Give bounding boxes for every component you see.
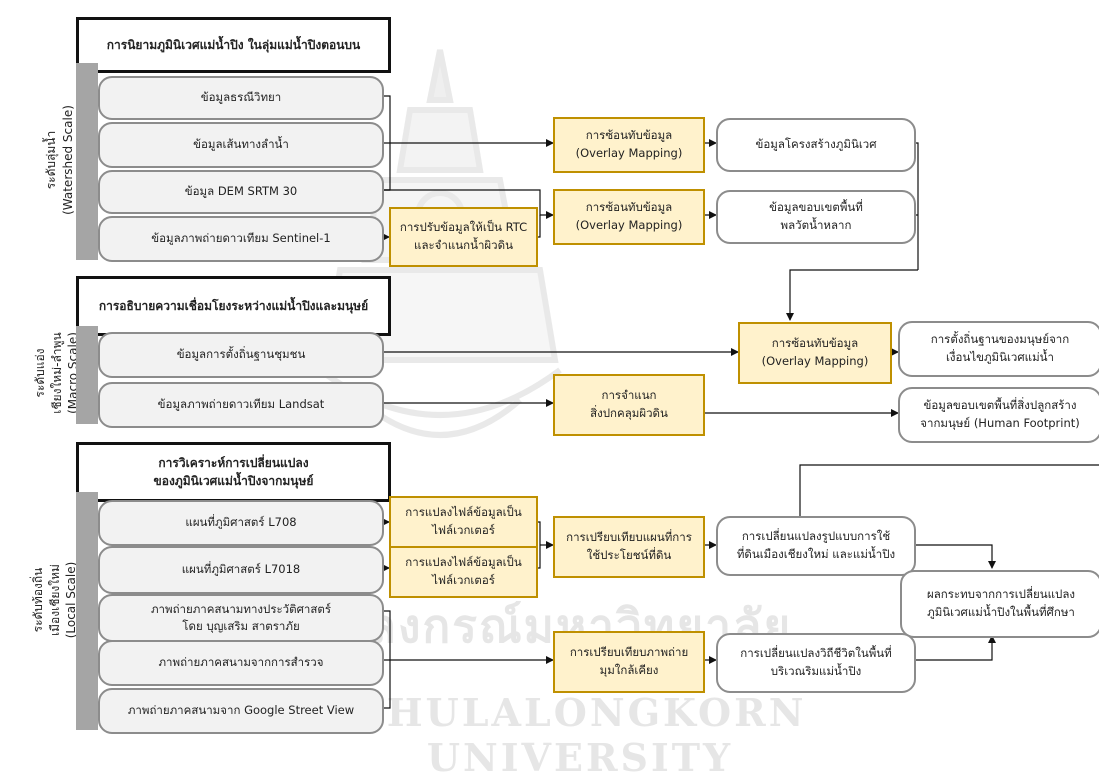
survey-photo-label: ภาพถ่ายภาคสนามจากการสำรวจ — [158, 655, 324, 670]
overlay-mapping-box-1: การซ้อนทับข้อมูล (Overlay Mapping) — [553, 117, 705, 173]
impact-line1: ผลกระทบจากการเปลี่ยนแปลง — [927, 587, 1075, 602]
watershed-header-text: การนิยามภูมินิเวศแม่น้ำปิง ในลุ่มแม่น้ำป… — [106, 38, 361, 52]
watershed-grey-bar — [76, 63, 98, 260]
floodplain-line1: ข้อมูลขอบเขตพื้นที่ — [769, 200, 863, 215]
waterway-data-label: ข้อมูลเส้นทางลำน้ำ — [193, 137, 289, 152]
settlement-output-box: การตั้งถิ่นฐานของมนุษย์จาก เงื่อนไขภูมิน… — [898, 321, 1099, 377]
compare-photo-line1: การเปรียบเทียบภาพถ่าย — [569, 645, 689, 660]
convert-vector-box-1: การแปลงไฟล์ข้อมูลเป็น ไฟล์เวกเตอร์ — [389, 496, 538, 548]
overlay2-line2: (Overlay Mapping) — [575, 218, 683, 232]
settlement-data-box: ข้อมูลการตั้งถิ่นฐานชุมชน — [98, 332, 384, 378]
local-grey-bar — [76, 492, 98, 730]
macro-label-thai-1: ระดับแอ่ง — [32, 348, 47, 398]
impact-line2: ภูมินิเวศแม่น้ำปิงในพื้นที่ศึกษา — [927, 605, 1075, 619]
local-header-line1: การวิเคราะห์การเปลี่ยนแปลง — [158, 456, 309, 470]
rtc-process-box: การปรับข้อมูลให้เป็น RTC และจำแนกน้ำผิวด… — [389, 207, 538, 267]
footprint-output-box: ข้อมูลขอบเขตพื้นที่สิ่งปลูกสร้าง จากมนุษ… — [898, 387, 1099, 443]
landsat-data-label: ข้อมูลภาพถ่ายดาวเทียม Landsat — [157, 397, 325, 412]
map-l708-data-box: แผนที่ภูมิศาสตร์ L708 — [98, 500, 384, 546]
local-header-line2: ของภูมินิเวศแม่น้ำปิงจากมนุษย์ — [153, 474, 314, 488]
survey-photo-data-box: ภาพถ่ายภาคสนามจากการสำรวจ — [98, 640, 384, 686]
streetview-data-box: ภาพถ่ายภาคสนามจาก Google Street View — [98, 688, 384, 734]
compare-photo-box: การเปรียบเทียบภาพถ่าย มุมใกล้เคียง — [553, 631, 705, 693]
macro-grey-bar — [76, 326, 98, 424]
lifestyle-line2: บริเวณริมแม่น้ำปิง — [770, 664, 862, 678]
waterway-data-box: ข้อมูลเส้นทางลำน้ำ — [98, 122, 384, 168]
dem-data-box: ข้อมูล DEM SRTM 30 — [98, 170, 384, 214]
structure-output-label: ข้อมูลโครงสร้างภูมินิเวศ — [755, 137, 877, 152]
overlay2-line1: การซ้อนทับข้อมูล — [585, 200, 673, 215]
hist-photo-line2: โดย บุญเสริม สาตราภัย — [182, 619, 300, 633]
watershed-label-en: (Watershed Scale) — [61, 105, 75, 215]
structure-output-box: ข้อมูลโครงสร้างภูมินิเวศ — [716, 118, 916, 172]
landuse-line1: การเปลี่ยนแปลงรูปแบบการใช้ — [741, 529, 891, 544]
settlement-out-line1: การตั้งถิ่นฐานของมนุษย์จาก — [930, 332, 1070, 347]
hist-photo-line1: ภาพถ่ายภาคสนามทางประวัติศาสตร์ — [150, 601, 332, 616]
convert-vector-box-2: การแปลงไฟล์ข้อมูลเป็น ไฟล์เวกเตอร์ — [389, 546, 538, 598]
settlement-out-line2: เงื่อนไขภูมินิเวศแม่น้ำ — [946, 350, 1054, 364]
map-l7018-data-box: แผนที่ภูมิศาสตร์ L7018 — [98, 546, 384, 594]
overlay1-line1: การซ้อนทับข้อมูล — [585, 128, 673, 143]
rtc-line1: การปรับข้อมูลให้เป็น RTC — [399, 220, 528, 235]
convert2-line1: การแปลงไฟล์ข้อมูลเป็น — [405, 555, 522, 570]
compare-map-line2: ใช้ประโยชน์ที่ดิน — [586, 548, 672, 562]
historical-photo-data-box: ภาพถ่ายภาคสนามทางประวัติศาสตร์ โดย บุญเส… — [98, 594, 384, 642]
sentinel-data-box: ข้อมูลภาพถ่ายดาวเทียม Sentinel-1 — [98, 216, 384, 262]
footprint-line2: จากมนุษย์ (Human Footprint) — [920, 416, 1080, 430]
convert1-line1: การแปลงไฟล์ข้อมูลเป็น — [405, 505, 522, 520]
overlay3-line2: (Overlay Mapping) — [761, 354, 869, 368]
classify-line1: การจำแนก — [601, 388, 657, 403]
overlay-mapping-box-3: การซ้อนทับข้อมูล (Overlay Mapping) — [738, 322, 892, 384]
map-l7018-label: แผนที่ภูมิศาสตร์ L7018 — [181, 562, 301, 577]
macro-header: การอธิบายความเชื่อมโยงระหว่างแม่น้ำปิงแล… — [76, 276, 391, 336]
lifestyle-change-output-box: การเปลี่ยนแปลงวิถีชีวิตในพื้นที่ บริเวณร… — [716, 633, 916, 693]
watershed-label-thai: ระดับลุ่มน้ำ — [44, 130, 59, 190]
geology-data-box: ข้อมูลธรณีวิทยา — [98, 76, 384, 120]
sentinel-data-label: ข้อมูลภาพถ่ายดาวเทียม Sentinel-1 — [151, 231, 331, 246]
local-header: การวิเคราะห์การเปลี่ยนแปลง ของภูมินิเวศแ… — [76, 442, 391, 502]
lifestyle-line1: การเปลี่ยนแปลงวิถีชีวิตในพื้นที่ — [740, 646, 892, 661]
floodplain-line2: พลวัตน้ำหลาก — [780, 218, 852, 232]
overlay1-line2: (Overlay Mapping) — [575, 146, 683, 160]
overlay-mapping-box-2: การซ้อนทับข้อมูล (Overlay Mapping) — [553, 189, 705, 245]
overlay3-line1: การซ้อนทับข้อมูล — [771, 336, 859, 351]
footprint-line1: ข้อมูลขอบเขตพื้นที่สิ่งปลูกสร้าง — [923, 398, 1077, 413]
convert1-line2: ไฟล์เวกเตอร์ — [432, 523, 495, 537]
landsat-data-box: ข้อมูลภาพถ่ายดาวเทียม Landsat — [98, 382, 384, 428]
streetview-label: ภาพถ่ายภาคสนามจาก Google Street View — [127, 703, 355, 718]
local-label-thai-2: เมืองเชียงใหม่ — [47, 564, 62, 636]
settlement-data-label: ข้อมูลการตั้งถิ่นฐานชุมชน — [176, 347, 306, 362]
local-label-thai-1: ระดับท้องถิ่น — [30, 567, 45, 633]
dem-data-label: ข้อมูล DEM SRTM 30 — [184, 184, 298, 199]
convert2-line2: ไฟล์เวกเตอร์ — [432, 573, 495, 587]
map-l708-label: แผนที่ภูมิศาสตร์ L708 — [185, 515, 297, 530]
landuse-change-output-box: การเปลี่ยนแปลงรูปแบบการใช้ ที่ดินเมืองเช… — [716, 516, 916, 576]
compare-landuse-map-box: การเปรียบเทียบแผนที่การ ใช้ประโยชน์ที่ดิ… — [553, 516, 705, 578]
watershed-header: การนิยามภูมินิเวศแม่น้ำปิง ในลุ่มแม่น้ำป… — [76, 17, 391, 73]
compare-photo-line2: มุมใกล้เคียง — [599, 663, 659, 677]
landcover-classify-box: การจำแนก สิ่งปกคลุมผิวดิน — [553, 374, 705, 436]
impact-output-box: ผลกระทบจากการเปลี่ยนแปลง ภูมินิเวศแม่น้ำ… — [900, 570, 1099, 638]
compare-map-line1: การเปรียบเทียบแผนที่การ — [566, 530, 692, 545]
floodplain-output-box: ข้อมูลขอบเขตพื้นที่ พลวัตน้ำหลาก — [716, 190, 916, 244]
macro-header-text: การอธิบายความเชื่อมโยงระหว่างแม่น้ำปิงแล… — [98, 299, 369, 313]
macro-label-thai-2: เชียงใหม่-ลำพูน — [49, 332, 64, 414]
rtc-line2: และจำแนกน้ำผิวดิน — [414, 238, 513, 252]
classify-line2: สิ่งปกคลุมผิวดิน — [590, 406, 668, 420]
geology-data-label: ข้อมูลธรณีวิทยา — [200, 90, 282, 105]
landuse-line2: ที่ดินเมืองเชียงใหม่ และแม่น้ำปิง — [736, 547, 896, 561]
